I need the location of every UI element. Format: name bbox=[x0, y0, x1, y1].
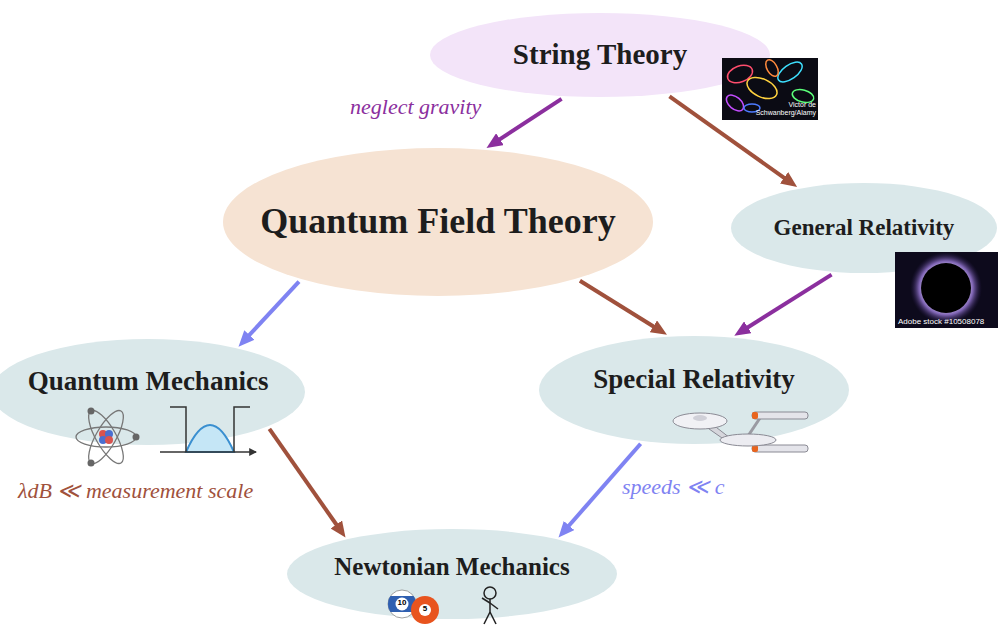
ball-number: 5 bbox=[415, 605, 435, 614]
image-credit: Adobe stock #10508078 bbox=[898, 318, 996, 327]
nacelle bbox=[752, 445, 808, 452]
derivation-arrow bbox=[744, 275, 831, 330]
theory-ellipse: Special Relativity bbox=[539, 336, 849, 444]
limit-label: neglect gravity bbox=[350, 94, 481, 119]
theory-name: Quantum Field Theory bbox=[260, 201, 615, 242]
theory-ellipse: Quantum Field Theory bbox=[223, 148, 653, 296]
theory-name: General Relativity bbox=[774, 215, 955, 241]
string-loop bbox=[775, 58, 806, 86]
black-hole bbox=[921, 263, 971, 313]
ellipse-fill bbox=[223, 148, 653, 296]
ellipse-fill bbox=[287, 529, 617, 619]
theory-ellipse: General Relativity bbox=[731, 183, 997, 273]
nacelle-tip bbox=[752, 445, 758, 452]
theory-name: Quantum Mechanics bbox=[28, 366, 269, 397]
derivation-arrow bbox=[247, 282, 299, 338]
ellipse-fill bbox=[539, 336, 849, 444]
image-credit: Victor de Schwanberg/Alamy bbox=[752, 101, 816, 116]
electron bbox=[88, 460, 95, 467]
limit-label: λdB ≪ measurement scale bbox=[18, 478, 253, 503]
theory-ellipse: String Theory bbox=[430, 13, 770, 97]
theory-name: String Theory bbox=[513, 38, 687, 71]
theory-ellipse: Quantum Mechanics bbox=[0, 339, 305, 445]
string-loop bbox=[723, 92, 746, 114]
ellipse-fill bbox=[430, 13, 770, 97]
limit-label: speeds ≪ c bbox=[622, 474, 724, 499]
derivation-arrow bbox=[269, 429, 338, 528]
derivation-arrow bbox=[497, 99, 562, 141]
axis bbox=[160, 451, 256, 452]
theory-ellipse: Newtonian Mechanics bbox=[287, 529, 617, 619]
pylon bbox=[750, 440, 762, 448]
string-loop bbox=[744, 73, 781, 103]
ellipse-fill bbox=[0, 339, 305, 445]
ball-number: 10 bbox=[392, 599, 412, 608]
theory-name: Special Relativity bbox=[593, 364, 795, 395]
ellipse-fill bbox=[731, 183, 997, 273]
derivation-arrow bbox=[580, 281, 657, 329]
theory-name: Newtonian Mechanics bbox=[334, 553, 569, 582]
